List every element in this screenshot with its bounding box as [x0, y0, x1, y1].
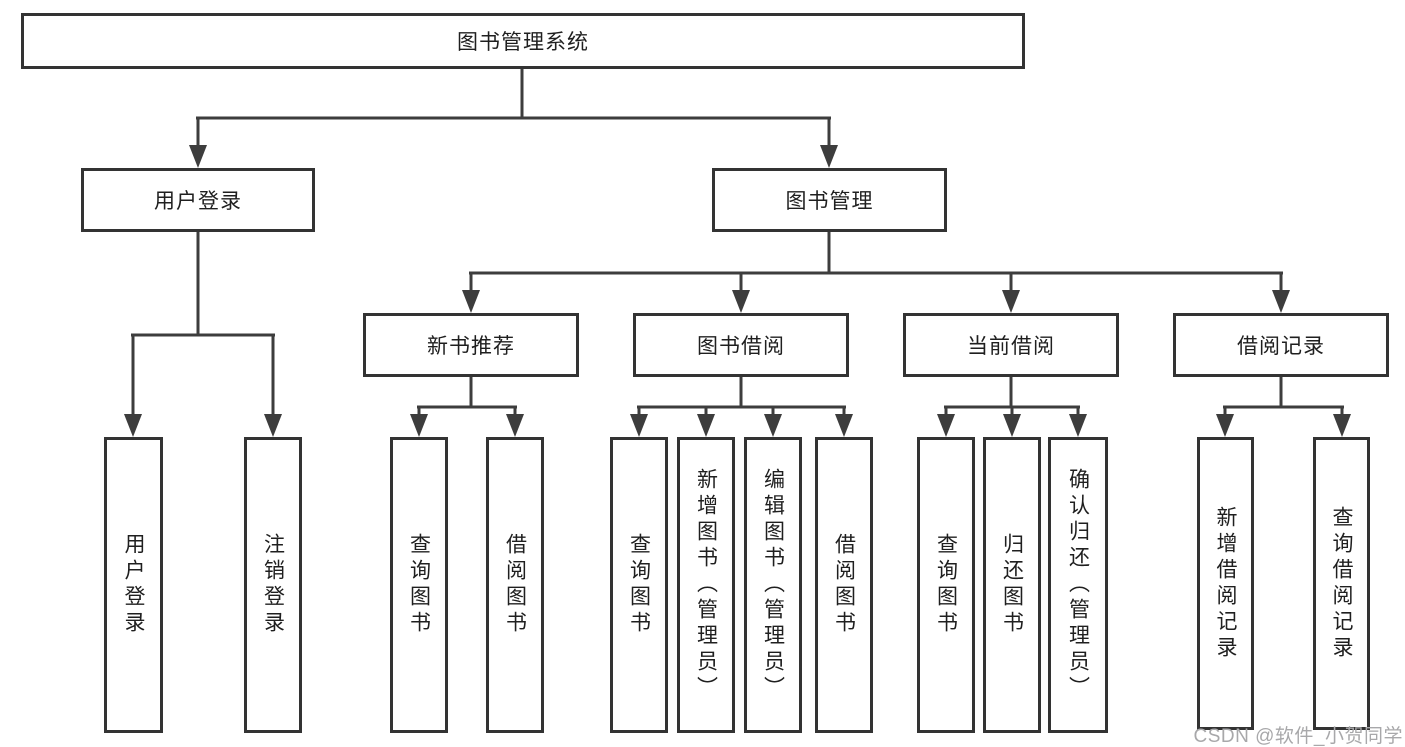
node-borrow-records-label: 借阅记录 — [1237, 335, 1325, 358]
leaf-add-books-admin-label: 新增图书（管理员） — [694, 468, 718, 702]
leaf-query-borrow-record-label: 查询借阅记录 — [1330, 505, 1353, 662]
leaf-user-login-label: 用户登录 — [122, 533, 145, 637]
leaf-add-borrow-record: 新增借阅记录 — [1197, 437, 1254, 730]
leaf-add-books-admin: 新增图书（管理员） — [677, 437, 735, 733]
leaf-borrow-books-recommend-label: 借阅图书 — [503, 533, 527, 637]
node-book-management: 图书管理 — [712, 168, 947, 232]
node-current-borrow-label: 当前借阅 — [967, 335, 1055, 358]
node-new-book-recommend: 新书推荐 — [363, 313, 579, 377]
node-new-book-recommend-label: 新书推荐 — [427, 335, 515, 358]
node-book-borrow: 图书借阅 — [633, 313, 849, 377]
leaf-edit-books-admin-label: 编辑图书（管理员） — [761, 468, 785, 702]
node-current-borrow: 当前借阅 — [903, 313, 1119, 377]
node-user-login-label: 用户登录 — [154, 190, 242, 213]
node-borrow-records: 借阅记录 — [1173, 313, 1389, 377]
csdn-watermark: CSDN @软件_小贺同学 — [1193, 726, 1403, 747]
leaf-user-login: 用户登录 — [104, 437, 163, 733]
leaf-query-books-current: 查询图书 — [917, 437, 975, 733]
leaf-query-books-recommend-label: 查询图书 — [407, 533, 431, 637]
leaf-borrow-books: 借阅图书 — [815, 437, 873, 733]
leaf-return-books-label: 归还图书 — [1000, 533, 1024, 637]
leaf-borrow-books-recommend: 借阅图书 — [486, 437, 544, 733]
leaf-confirm-return-admin-label: 确认归还（管理员） — [1066, 468, 1090, 702]
leaf-confirm-return-admin: 确认归还（管理员） — [1048, 437, 1108, 733]
leaf-query-borrow-record: 查询借阅记录 — [1313, 437, 1370, 730]
node-book-borrow-label: 图书借阅 — [697, 335, 785, 358]
leaf-return-books: 归还图书 — [983, 437, 1041, 733]
leaf-borrow-books-label: 借阅图书 — [832, 533, 856, 637]
leaf-logout-login-label: 注销登录 — [261, 533, 285, 637]
leaf-query-books-current-label: 查询图书 — [934, 533, 958, 637]
node-book-management-label: 图书管理 — [785, 190, 874, 213]
leaf-logout-login: 注销登录 — [244, 437, 302, 733]
node-root: 图书管理系统 — [21, 13, 1025, 69]
leaf-query-books-recommend: 查询图书 — [390, 437, 448, 733]
leaf-edit-books-admin: 编辑图书（管理员） — [744, 437, 802, 733]
node-root-label: 图书管理系统 — [457, 31, 589, 54]
leaf-query-books-borrow: 查询图书 — [610, 437, 668, 733]
node-user-login: 用户登录 — [81, 168, 315, 232]
leaf-query-books-borrow-label: 查询图书 — [627, 533, 651, 637]
leaf-add-borrow-record-label: 新增借阅记录 — [1214, 505, 1237, 662]
arrowheads — [124, 145, 1351, 437]
